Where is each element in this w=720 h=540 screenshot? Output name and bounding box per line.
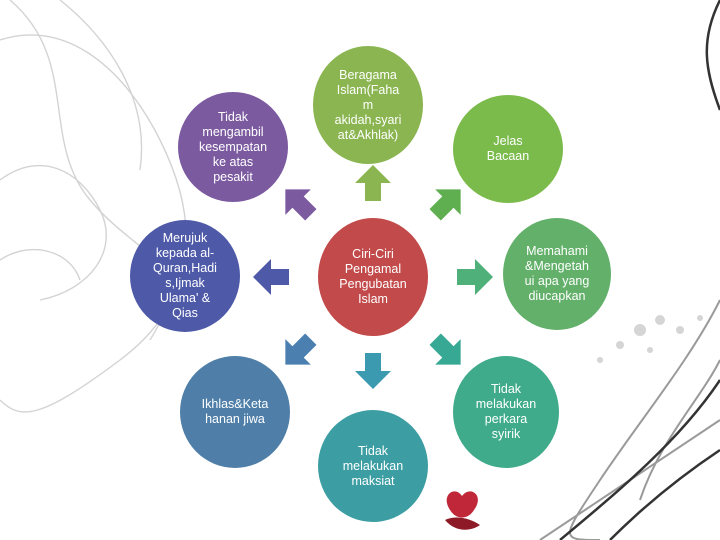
node-bottom-left-label: Ikhlas&Keta hanan jiwa	[201, 397, 269, 426]
node-top-left: Tidak mengambil kesempatan ke atas pesak…	[178, 92, 288, 202]
node-top: Beragama Islam(Faha m akidah,syari at&Ak…	[313, 46, 423, 164]
arrow-bottom	[355, 353, 391, 389]
arrow-top-left	[285, 189, 317, 221]
node-right: Memahami &Mengetah ui apa yang diucapkan	[503, 218, 611, 330]
node-bottom-right-label: Tidak melakukan perkara syirik	[475, 382, 537, 441]
arrow-top-right	[429, 189, 461, 221]
arrow-left	[253, 259, 289, 295]
node-bottom-right: Tidak melakukan perkara syirik	[453, 356, 559, 468]
node-top-right-label: Jelas Bacaan	[486, 134, 530, 163]
arrow-top	[355, 165, 391, 201]
node-right-label: Memahami &Mengetah ui apa yang diucapkan	[524, 244, 590, 303]
node-bottom-label: Tidak melakukan maksiat	[342, 443, 404, 488]
arrow-right	[457, 259, 493, 295]
arrow-bottom-left	[285, 333, 317, 365]
center-node-label: Ciri-Ciri Pengamal Pengubatan Islam	[339, 247, 407, 306]
node-top-left-label: Tidak mengambil kesempatan ke atas pesak…	[198, 109, 268, 184]
node-bottom-left: Ikhlas&Keta hanan jiwa	[180, 356, 290, 468]
node-left: Merujuk kepada al- Quran,Hadi s,Ijmak Ul…	[130, 220, 240, 332]
arrow-bottom-right	[429, 333, 461, 365]
center-node: Ciri-Ciri Pengamal Pengubatan Islam	[318, 218, 428, 336]
node-left-label: Merujuk kepada al- Quran,Hadi s,Ijmak Ul…	[153, 231, 217, 320]
node-top-label: Beragama Islam(Faha m akidah,syari at&Ak…	[334, 67, 402, 142]
node-bottom: Tidak melakukan maksiat	[318, 410, 428, 522]
node-top-right: Jelas Bacaan	[453, 95, 563, 203]
